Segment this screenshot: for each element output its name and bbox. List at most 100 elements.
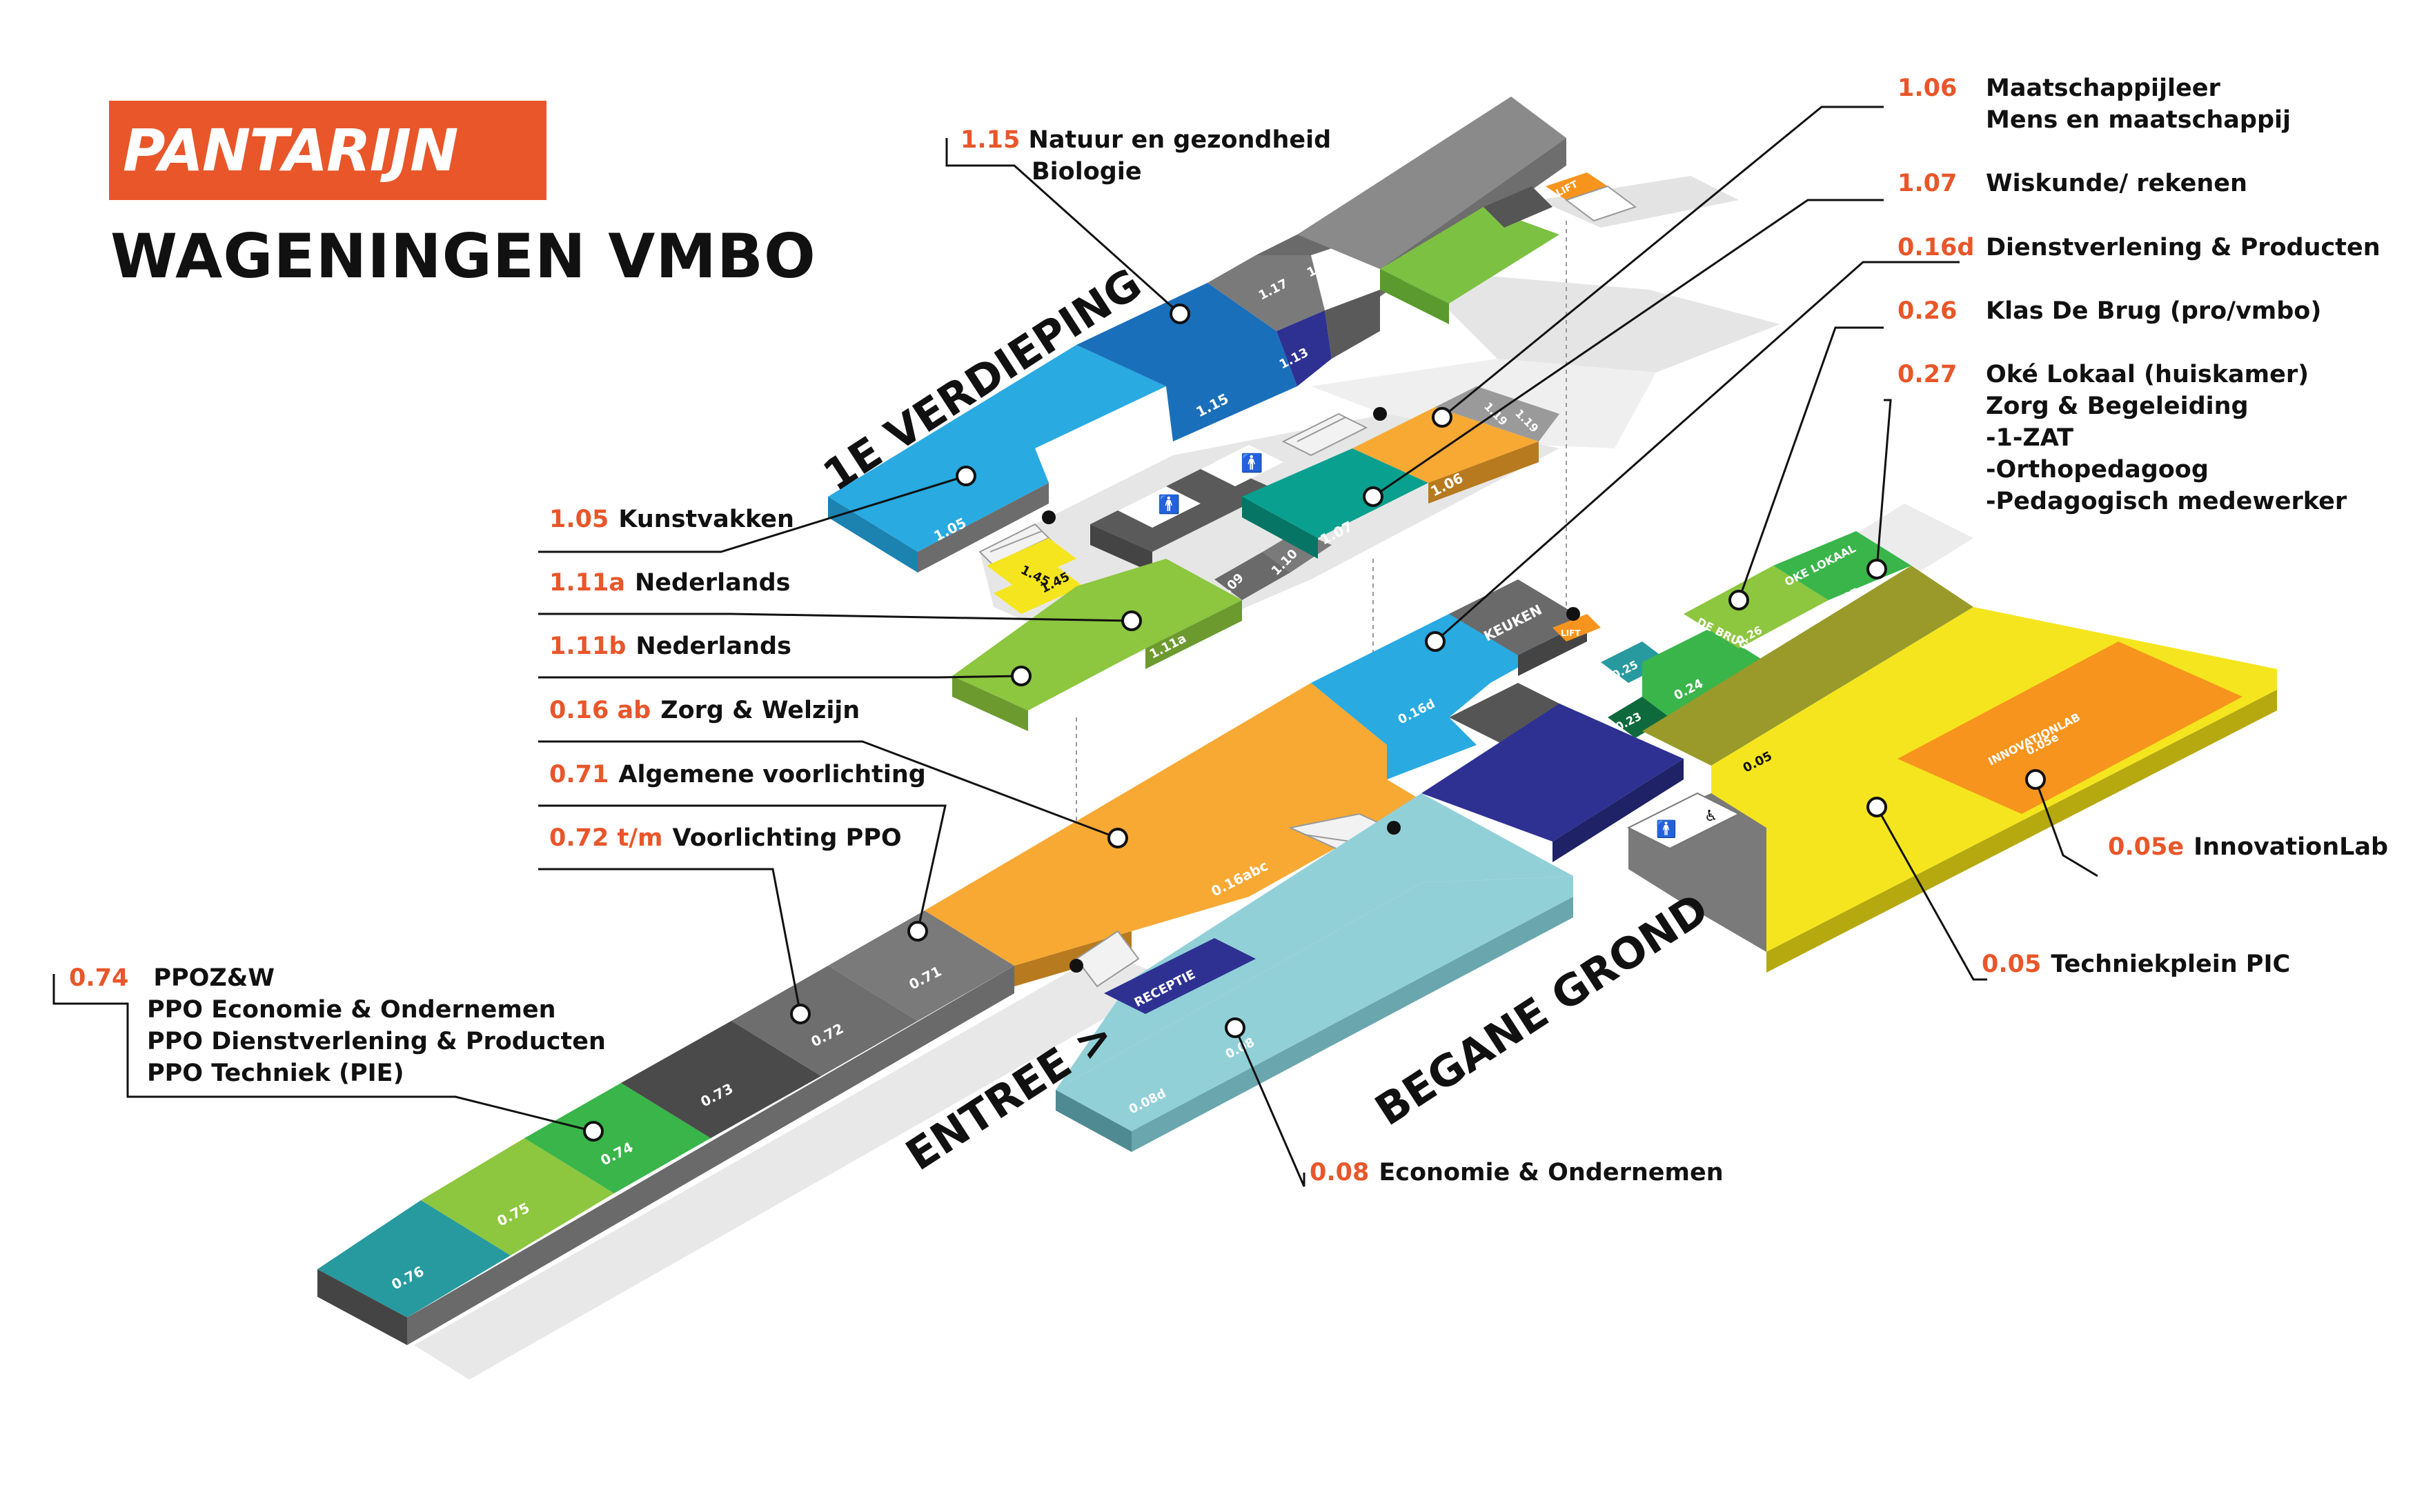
logo-text: PANTARIJN xyxy=(123,117,458,184)
legend-code: 1.06 xyxy=(1897,74,1958,102)
legend-0-27: 0.27 Oké Lokaal (huiskamer) Zorg & Begele… xyxy=(1897,359,2347,517)
toilet-block-front xyxy=(1090,524,1152,573)
room-1-11b-side xyxy=(952,676,1028,731)
room-1-07-front xyxy=(1242,497,1318,559)
room-1-11b[interactable] xyxy=(952,586,1145,710)
room-0-08[interactable] xyxy=(1056,876,1573,1131)
floor-shadow-upper xyxy=(1408,269,1780,372)
person-icon-1: 🚹 xyxy=(1158,494,1180,515)
legend-code: 1.05 xyxy=(549,506,609,533)
room-1-17[interactable] xyxy=(1208,255,1325,331)
room-0-73[interactable] xyxy=(621,1021,821,1138)
legend-text: Natuur en gezondheid xyxy=(1028,126,1332,154)
legend-text: Oké Lokaal (huiskamer) xyxy=(1986,361,2309,388)
room-1-09[interactable] xyxy=(1214,552,1290,600)
legend-code: 0.26 xyxy=(1897,297,1958,325)
legend-text: Economie & Ondernemen xyxy=(1379,1159,1724,1186)
room-1-11a-front xyxy=(1145,600,1242,669)
legend-text: Wiskunde/ rekenen xyxy=(1986,170,2247,197)
legend-text: InnovationLab xyxy=(2194,833,2389,861)
toilet-ground[interactable] xyxy=(1626,792,1741,850)
room-navy-center[interactable] xyxy=(1421,704,1684,842)
long-wing-side xyxy=(317,1269,407,1345)
room-0-72[interactable] xyxy=(731,966,918,1076)
legend-text: Maatschappijleer xyxy=(1986,74,2220,102)
legend-0-16d: 0.16d Dienstverlening & Producten xyxy=(1897,232,2380,263)
room-olive[interactable] xyxy=(1642,566,1973,766)
room-dark-upper xyxy=(1483,186,1552,228)
legend-text: PPO Economie & Ondernemen xyxy=(147,996,556,1024)
legend-text: Biologie xyxy=(1032,158,1142,186)
legend-0-05: 0.05 Techniekplein PIC xyxy=(1982,948,2290,980)
legend-code: 1.11b xyxy=(549,633,627,660)
toilet-upper-1[interactable] xyxy=(1118,486,1201,528)
room-0-26[interactable] xyxy=(1684,566,1828,648)
room-1-06-front xyxy=(1428,441,1539,504)
pantarijn-logo: PANTARIJN xyxy=(109,101,546,200)
legend-code: 0.05e xyxy=(2108,833,2185,861)
legend-text: Techniekplein PIC xyxy=(2051,951,2291,978)
legend-text: Dienstverlening & Producten xyxy=(1986,234,2380,261)
legend-code: 0.16 ab xyxy=(549,697,651,724)
room-0-75[interactable] xyxy=(421,1138,614,1255)
legend-text: Zorg & Welzijn xyxy=(660,697,860,724)
room-innovationlab[interactable] xyxy=(1897,641,2242,814)
room-1-45a[interactable] xyxy=(987,538,1076,586)
legend-text: Algemene voorlichting xyxy=(618,761,926,788)
stairs-entry xyxy=(1075,930,1140,988)
room-0-71[interactable] xyxy=(828,911,1014,1021)
legend-code: 0.27 xyxy=(1897,361,1958,388)
room-0-24[interactable] xyxy=(1642,628,1766,717)
legend-1-15: 1.15 Natuur en gezondheid Biologie xyxy=(960,124,1331,188)
room-1-19[interactable] xyxy=(1435,386,1559,441)
legend-code: 0.71 xyxy=(549,761,609,788)
room-1-13[interactable] xyxy=(1276,310,1332,386)
legend-code: 0.74 xyxy=(69,964,129,992)
toilet-upper-2[interactable] xyxy=(1201,445,1283,486)
room-1-05-front xyxy=(918,483,1049,573)
room-1-05[interactable] xyxy=(828,345,1166,552)
room-green-upper-side xyxy=(1380,269,1449,324)
room-receptie[interactable] xyxy=(1104,938,1256,1014)
legend-code: 0.05 xyxy=(1982,951,2042,978)
room-0-74[interactable] xyxy=(524,1083,711,1193)
legend-text: Zorg & Begeleiding xyxy=(1986,392,2249,420)
legend-code: 0.16d xyxy=(1897,234,1975,261)
black-dots xyxy=(1042,407,1580,973)
room-green-upper[interactable] xyxy=(1380,207,1559,304)
legend-code: 1.15 xyxy=(960,126,1021,154)
room-1-45b[interactable] xyxy=(994,566,1083,614)
room-navy-center-front xyxy=(1552,759,1684,862)
legend-text: Nederlands xyxy=(634,569,791,597)
ground-shadow xyxy=(414,952,1173,1380)
legend-code: 1.11a xyxy=(549,569,625,597)
room-1-05-side xyxy=(828,497,918,573)
person-icon-2: 🚹 xyxy=(1241,452,1263,474)
legend-text: -Pedagogisch medewerker xyxy=(1986,488,2347,515)
room-0-16d[interactable] xyxy=(1311,614,1552,779)
room-0-25[interactable] xyxy=(1601,641,1670,683)
room-0-23[interactable] xyxy=(1608,697,1670,738)
legend-code: 1.07 xyxy=(1897,170,1958,197)
legend-text: Klas De Brug (pro/vmbo) xyxy=(1986,297,2322,325)
room-1-07[interactable] xyxy=(1242,448,1428,538)
legend-text: Kunstvakken xyxy=(618,506,794,533)
room-0-16abc[interactable] xyxy=(925,683,1421,966)
leader-lines xyxy=(52,106,2098,1187)
room-0-76[interactable] xyxy=(317,1200,511,1317)
legend-text: PPO Dienstverlening & Producten xyxy=(147,1028,606,1055)
lift-ground[interactable] xyxy=(1552,614,1601,641)
room-1-11a[interactable] xyxy=(1076,559,1242,648)
room-0-27[interactable] xyxy=(1773,531,1911,600)
room-1-15[interactable] xyxy=(1076,283,1297,441)
lift-upper[interactable] xyxy=(1546,172,1608,200)
stairs-upper-2 xyxy=(1281,412,1368,457)
legend-text: Voorlichting PPO xyxy=(672,824,902,852)
lift-ground-label: LIFT xyxy=(1561,628,1581,638)
room-0-05-front xyxy=(1766,690,2277,973)
legend-0-16ab: 0.16 ab Zorg & Welzijn xyxy=(549,695,860,726)
